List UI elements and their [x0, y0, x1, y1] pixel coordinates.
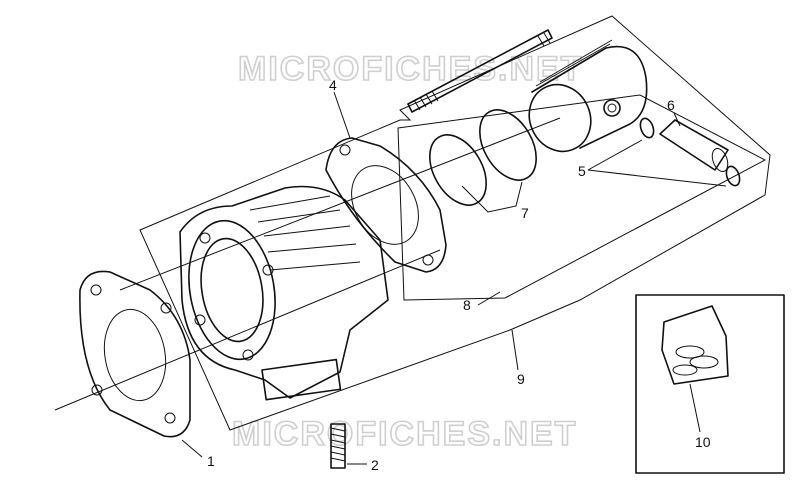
callout-2: 2 [371, 457, 379, 473]
piston-rings [429, 109, 537, 206]
gasket-kit-box [635, 294, 785, 474]
callout-10: 10 [695, 434, 711, 450]
short-stud [330, 423, 346, 469]
callout-1: 1 [207, 453, 215, 469]
watermark-bottom: MICROFICHES.NET [232, 415, 577, 453]
long-stud [407, 29, 553, 113]
circlips-and-pin [639, 117, 741, 187]
axis-line-upper [119, 117, 561, 291]
callout-4: 4 [329, 77, 337, 93]
callout-7: 7 [521, 205, 529, 221]
callout-6: 6 [667, 97, 675, 113]
base-gasket [79, 270, 191, 438]
cylinder [179, 185, 389, 401]
head-gasket [325, 137, 447, 273]
callout-5: 5 [578, 163, 586, 179]
watermark-top: MICROFICHES.NET [238, 50, 583, 88]
group-outline-8 [397, 94, 767, 301]
group-outline-9 [139, 15, 771, 431]
leader-lines [181, 91, 727, 465]
callout-8: 8 [463, 297, 471, 313]
callout-9: 9 [517, 371, 525, 387]
axis-line-lower [54, 249, 441, 411]
piston [528, 39, 648, 153]
